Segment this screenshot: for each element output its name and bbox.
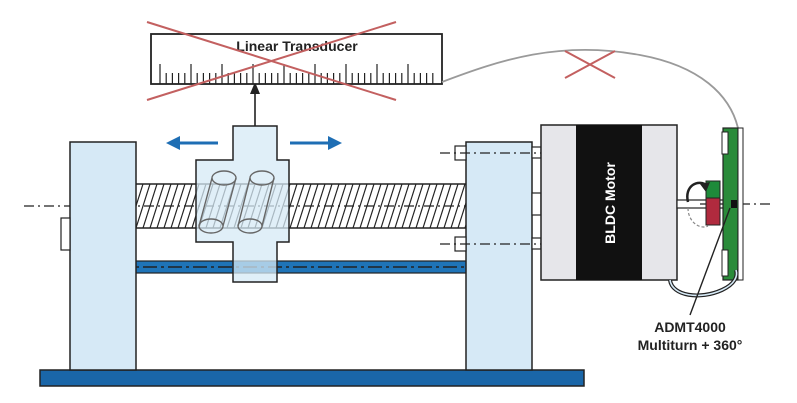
- ball-nut-elements: [198, 170, 275, 234]
- arrow-right-icon: [290, 136, 342, 150]
- right-support-block: [465, 141, 533, 371]
- pcb-connector-bottom: [721, 249, 729, 277]
- rotation-arrow-icon: [686, 181, 710, 228]
- cable-cross-mark-icon: [564, 50, 616, 79]
- motor-label: BLDC Motor: [602, 162, 618, 244]
- transducer-label: Linear Transducer: [236, 38, 358, 54]
- transducer-cable: [441, 48, 739, 129]
- bldc-motor: BLDC Motor: [540, 124, 678, 281]
- linear-transducer: Linear Transducer: [150, 33, 443, 85]
- sensor-pcb: [722, 127, 744, 281]
- sensor-label-line1: ADMT4000: [654, 319, 726, 335]
- magnet-south: [705, 197, 721, 226]
- pcb-connector-top: [721, 131, 729, 155]
- left-end-cap: [60, 217, 71, 251]
- carriage: [195, 125, 290, 283]
- arrow-up-icon: [250, 82, 260, 94]
- cross-mark-icon: [146, 21, 397, 101]
- sensor-label-line2: Multiturn + 360°: [638, 337, 743, 353]
- base-plate: [39, 369, 585, 387]
- left-support-block: [69, 141, 137, 371]
- arrow-left-icon: [166, 136, 218, 150]
- sensor-leader-line: [689, 207, 731, 316]
